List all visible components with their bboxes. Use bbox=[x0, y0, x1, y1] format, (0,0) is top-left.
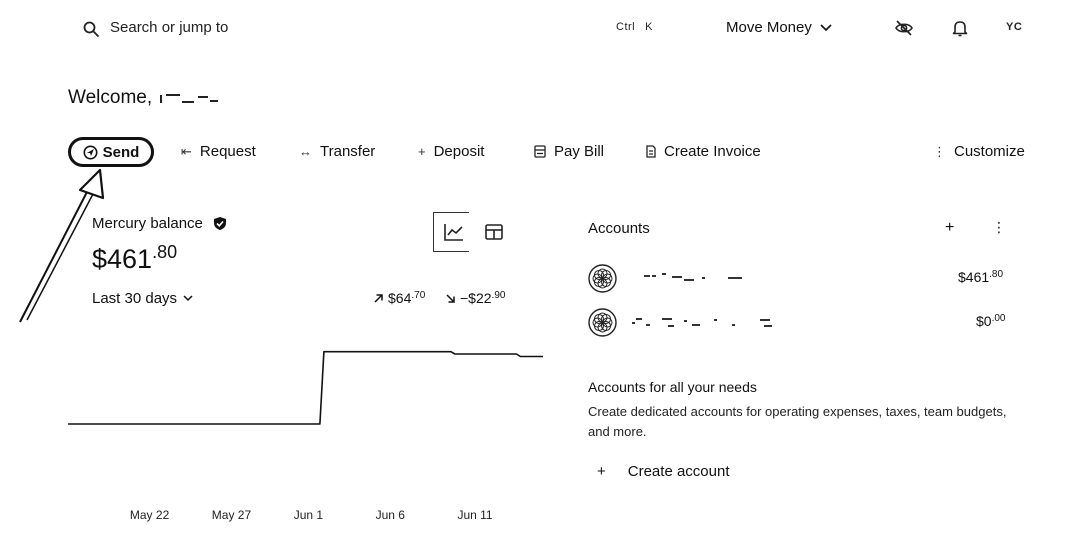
balance-amount-cents: .80 bbox=[152, 242, 178, 262]
period-selector[interactable]: Last 30 days bbox=[92, 290, 193, 307]
money-out-main: −$22 bbox=[460, 290, 492, 306]
request-icon: ⇤ bbox=[181, 143, 192, 159]
money-out-summary: −$22.90 bbox=[445, 290, 505, 306]
send-button[interactable]: Send bbox=[68, 137, 154, 167]
search-icon[interactable] bbox=[82, 20, 100, 38]
create-invoice-label: Create Invoice bbox=[664, 143, 761, 160]
x-axis-tick-label: Jun 1 bbox=[293, 508, 324, 522]
account-name-redacted[interactable] bbox=[632, 316, 782, 327]
x-axis-tick-label: May 27 bbox=[211, 508, 252, 522]
chevron-down-icon bbox=[820, 23, 832, 31]
money-out-cents: .90 bbox=[491, 290, 506, 301]
deposit-button[interactable]: + Deposit bbox=[418, 143, 484, 160]
bell-icon[interactable] bbox=[952, 19, 968, 37]
x-axis-tick-label: Jun 6 bbox=[375, 508, 405, 522]
pay-bill-label: Pay Bill bbox=[554, 143, 605, 160]
more-vertical-icon[interactable]: ⋮ bbox=[992, 219, 1006, 235]
balance-amount: $461.80 bbox=[92, 242, 177, 275]
account-logo-icon bbox=[588, 264, 617, 293]
invoice-icon bbox=[646, 145, 656, 158]
account-name-redacted[interactable] bbox=[632, 272, 782, 282]
account-balance: $461.80 bbox=[958, 269, 1003, 285]
x-axis-tick-label: Jun 11 bbox=[457, 508, 493, 522]
shortcut-ctrl: Ctrl bbox=[616, 21, 636, 33]
create-account-button[interactable]: + Create account bbox=[597, 463, 730, 480]
redacted-user-name bbox=[158, 91, 222, 105]
pay-bill-button[interactable]: Pay Bill bbox=[534, 143, 604, 160]
balance-line-chart[interactable] bbox=[68, 340, 543, 440]
welcome-heading: Welcome, bbox=[68, 87, 222, 109]
create-account-label: Create account bbox=[627, 463, 730, 480]
money-in-cents: .70 bbox=[411, 290, 426, 301]
customize-button[interactable]: ⋮ Customize bbox=[933, 143, 1025, 160]
money-in-summary: $64.70 bbox=[373, 290, 425, 306]
chevron-down-icon bbox=[183, 295, 193, 302]
search-input[interactable]: Search or jump to bbox=[110, 19, 229, 36]
cta-title: Accounts for all your needs bbox=[588, 379, 757, 395]
deposit-label: Deposit bbox=[433, 143, 485, 160]
avatar[interactable]: YC bbox=[1006, 21, 1023, 33]
account-balance-cents: .00 bbox=[991, 313, 1006, 324]
cta-body: Create dedicated accounts for operating … bbox=[588, 404, 1007, 439]
account-balance-main: $0 bbox=[976, 313, 992, 329]
shield-check-icon bbox=[213, 217, 226, 230]
balance-title-label: Mercury balance bbox=[92, 215, 203, 232]
send-label: Send bbox=[102, 143, 140, 161]
table-icon[interactable] bbox=[484, 222, 504, 242]
transfer-button[interactable]: ↔ Transfer bbox=[299, 143, 375, 160]
more-vertical-icon: ⋮ bbox=[933, 143, 946, 159]
balance-amount-main: $461 bbox=[92, 244, 153, 274]
period-label: Last 30 days bbox=[92, 290, 178, 307]
balance-card-title: Mercury balance bbox=[92, 215, 227, 232]
chart-view-toggle-active[interactable] bbox=[433, 212, 469, 252]
request-button[interactable]: ⇤ Request bbox=[181, 143, 256, 160]
create-invoice-button[interactable]: Create Invoice bbox=[646, 143, 761, 160]
transfer-icon: ↔ bbox=[299, 144, 312, 159]
arrow-down-right-icon bbox=[446, 293, 455, 303]
annotation-arrow bbox=[19, 168, 105, 323]
plus-icon: + bbox=[597, 463, 606, 480]
balance-series-line bbox=[68, 350, 543, 425]
move-money-label: Move Money bbox=[726, 19, 812, 36]
add-account-icon[interactable]: + bbox=[945, 219, 955, 236]
move-money-button[interactable]: Move Money bbox=[726, 19, 832, 36]
account-balance-cents: .80 bbox=[989, 269, 1004, 280]
keyboard-shortcut-hint: Ctrl K bbox=[616, 21, 653, 33]
plus-icon: + bbox=[418, 144, 426, 159]
account-balance: $0.00 bbox=[976, 313, 1005, 329]
account-balance-main: $461 bbox=[958, 269, 990, 285]
transfer-label: Transfer bbox=[320, 143, 376, 160]
request-label: Request bbox=[199, 143, 256, 160]
customize-label: Customize bbox=[954, 143, 1025, 160]
bill-icon bbox=[534, 145, 546, 158]
arrow-up-right-icon bbox=[374, 293, 383, 303]
welcome-greeting: Welcome, bbox=[68, 87, 153, 108]
x-axis-tick-label: May 22 bbox=[129, 508, 170, 522]
eye-off-icon[interactable] bbox=[894, 19, 914, 37]
line-chart-icon[interactable] bbox=[443, 222, 465, 242]
accounts-title: Accounts bbox=[588, 220, 650, 237]
account-logo-icon bbox=[588, 308, 617, 337]
send-icon bbox=[83, 145, 98, 159]
shortcut-key: K bbox=[645, 21, 653, 33]
money-in-main: $64 bbox=[388, 290, 412, 306]
